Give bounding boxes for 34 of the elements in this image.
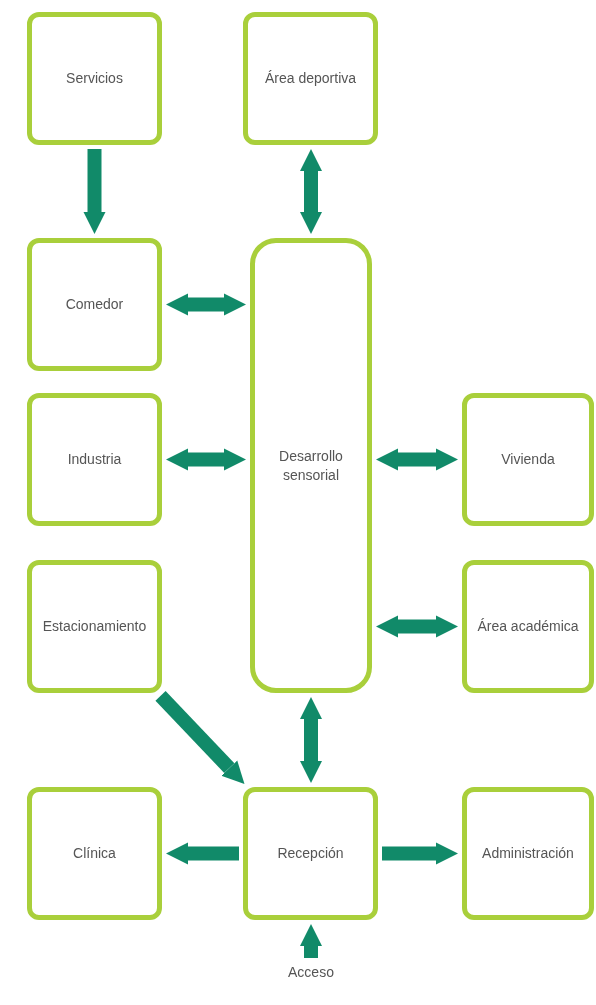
- area-label: Industria: [67, 450, 122, 469]
- area-box: [27, 12, 162, 145]
- area-label: Estacionamiento: [42, 617, 147, 636]
- block-arrow: [382, 842, 458, 865]
- area-label: Acceso: [288, 962, 334, 982]
- block-arrow: [376, 615, 458, 638]
- area-label: Administración: [482, 844, 574, 863]
- block-arrow: [300, 149, 322, 234]
- block-arrow: [376, 448, 458, 471]
- area-label: Vivienda: [501, 450, 555, 469]
- area-box: [462, 393, 594, 526]
- area-label: Recepción: [277, 844, 344, 863]
- block-arrow: [300, 697, 322, 783]
- area-box: [243, 12, 378, 145]
- area-box: [462, 560, 594, 693]
- area-box: [27, 393, 162, 526]
- area-label: Área deportiva: [264, 69, 357, 88]
- area-box: [27, 238, 162, 371]
- area-label: Comedor: [65, 295, 124, 314]
- block-arrow: [155, 691, 245, 785]
- block-arrow: [166, 448, 246, 471]
- area-label: Desarrollo sensorial: [278, 446, 344, 485]
- area-box: [250, 238, 372, 693]
- block-arrow: [83, 149, 106, 234]
- area-label: Servicios: [66, 69, 123, 88]
- area-label: Clínica: [73, 844, 116, 863]
- block-arrow: [166, 842, 239, 865]
- area-label: Área académica: [477, 617, 579, 636]
- block-arrow: [166, 293, 246, 316]
- area-box: [243, 787, 378, 920]
- block-arrow: [300, 924, 322, 958]
- area-box: [27, 560, 162, 693]
- area-box: [27, 787, 162, 920]
- area-box: [462, 787, 594, 920]
